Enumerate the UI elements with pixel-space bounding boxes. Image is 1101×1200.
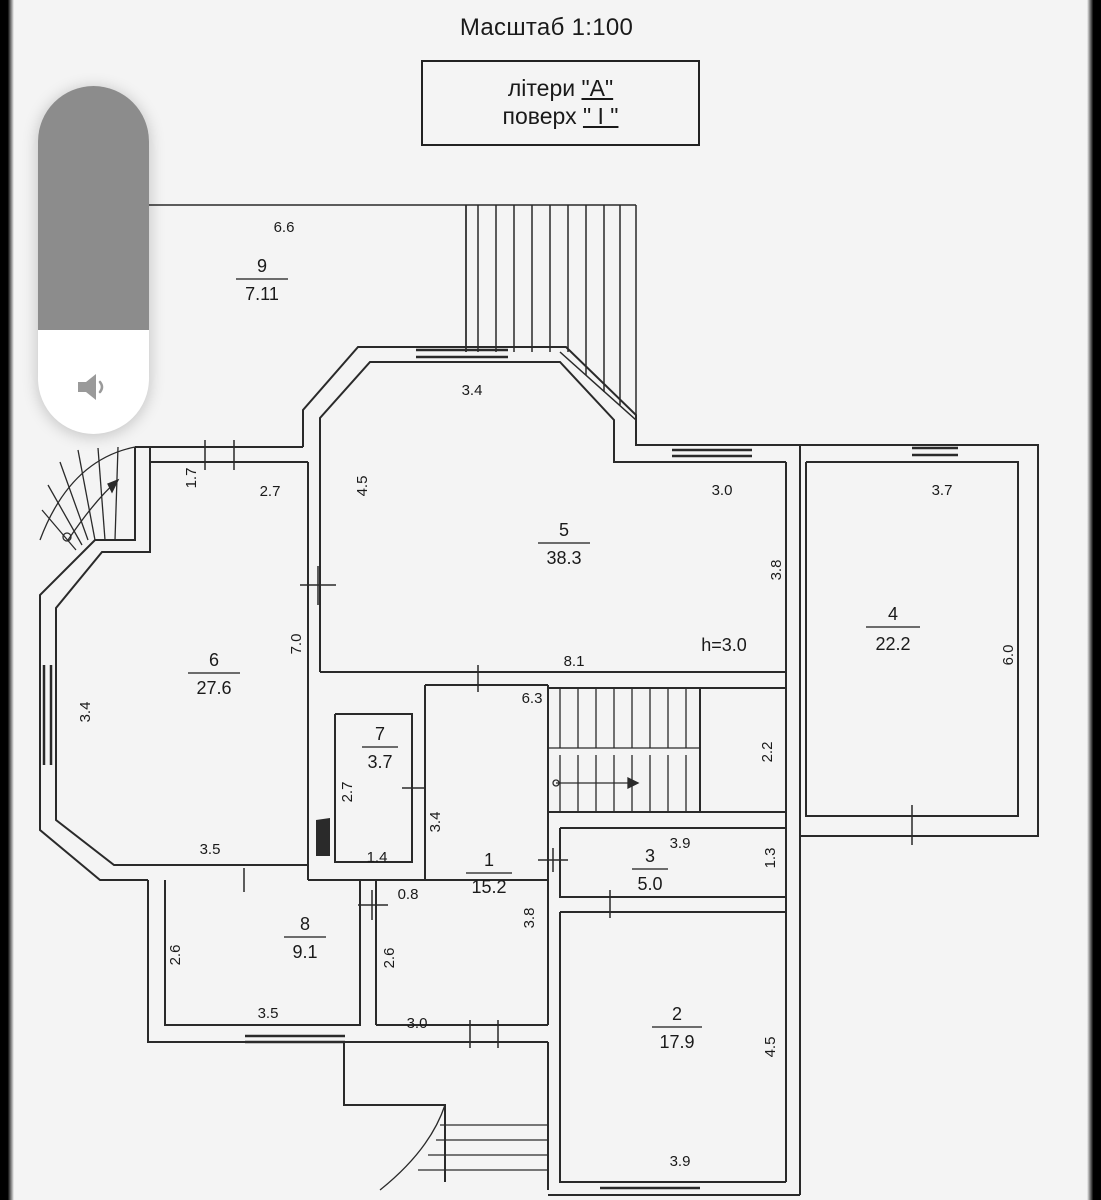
room-2-area: 17.9 bbox=[659, 1032, 694, 1052]
dim-3-9-room3: 3.9 bbox=[670, 835, 691, 852]
dim-3-8-room5: 3.8 bbox=[768, 560, 785, 581]
dim-2-7: 2.7 bbox=[260, 483, 281, 500]
dim-4-5: 4.5 bbox=[354, 476, 371, 497]
litera-prefix: літери bbox=[507, 75, 582, 101]
dim-0-8: 0.8 bbox=[398, 886, 419, 903]
room-1-number: 1 bbox=[484, 850, 494, 870]
outer-walls bbox=[39, 346, 1039, 1196]
terrace-staircase bbox=[465, 205, 637, 445]
scale-title: Масштаб 1:100 bbox=[459, 14, 634, 41]
photo-edge-right bbox=[1087, 0, 1101, 1200]
chimney-marker bbox=[316, 818, 330, 856]
room-8-area: 9.1 bbox=[292, 942, 317, 962]
dim-6-0: 6.0 bbox=[1000, 645, 1017, 666]
dim-1-3: 1.3 bbox=[762, 848, 779, 869]
room-6-number: 6 bbox=[209, 650, 219, 670]
dim-3-4-room7: 3.4 bbox=[427, 812, 444, 833]
speaker-icon[interactable] bbox=[74, 370, 114, 404]
room-7-number: 7 bbox=[375, 724, 385, 744]
dim-3-4-top: 3.4 bbox=[462, 382, 483, 399]
litera-floor-box: літери "А" поверх " І " bbox=[421, 60, 700, 146]
litera-line: літери "А" bbox=[423, 74, 698, 102]
interior-staircase bbox=[548, 688, 700, 812]
room-5-number: 5 bbox=[559, 520, 569, 540]
photo-edge-left bbox=[0, 0, 14, 1200]
windows bbox=[42, 348, 958, 1190]
dim-3-0-room1: 3.0 bbox=[407, 1015, 428, 1032]
room-8-number: 8 bbox=[300, 914, 310, 934]
dim-3-5-room8: 3.5 bbox=[258, 1005, 279, 1022]
room-labels: 9 7.11 5 38.3 4 22.2 6 27.6 7 3.7 1 15.2… bbox=[188, 256, 920, 1052]
room-7-area: 3.7 bbox=[367, 752, 392, 772]
dim-3-7: 3.7 bbox=[932, 482, 953, 499]
ceiling-height-label: h=3.0 bbox=[701, 635, 747, 655]
dimension-labels: 6.6 3.4 1.7 2.7 4.5 3.0 3.7 3.8 7.0 8.1 … bbox=[77, 219, 1017, 1170]
room-3-number: 3 bbox=[645, 846, 655, 866]
dim-3-5-room6: 3.5 bbox=[200, 841, 221, 858]
door-marks bbox=[204, 440, 913, 1048]
room-2-number: 2 bbox=[672, 1004, 682, 1024]
dim-3-8-room1: 3.8 bbox=[521, 908, 538, 929]
floor-line: поверх " І " bbox=[423, 102, 698, 130]
dim-3-0-room5: 3.0 bbox=[712, 482, 733, 499]
dim-2-7-room7: 2.7 bbox=[339, 782, 356, 803]
dim-1-7: 1.7 bbox=[183, 468, 200, 489]
room-3-area: 5.0 bbox=[637, 874, 662, 894]
dim-6-6: 6.6 bbox=[274, 219, 295, 236]
room-9-area: 7.11 bbox=[245, 284, 279, 304]
porch-staircase bbox=[379, 1104, 548, 1191]
dim-2-6-right: 2.6 bbox=[381, 948, 398, 969]
dim-2-2: 2.2 bbox=[759, 742, 776, 763]
room-1-area: 15.2 bbox=[471, 877, 506, 897]
dim-8-1: 8.1 bbox=[564, 653, 585, 670]
room-4-number: 4 bbox=[888, 604, 898, 624]
dim-7-0: 7.0 bbox=[288, 634, 305, 655]
floor-value: " І " bbox=[582, 103, 619, 129]
dim-4-5-room2: 4.5 bbox=[762, 1037, 779, 1058]
dim-3-9-room2: 3.9 bbox=[670, 1153, 691, 1170]
dim-1-4: 1.4 bbox=[367, 849, 388, 866]
dim-6-3: 6.3 bbox=[522, 690, 543, 707]
spiral-staircase bbox=[39, 446, 136, 551]
room-9-number: 9 bbox=[257, 256, 267, 276]
litera-value: "А" bbox=[581, 75, 614, 101]
room-6-area: 27.6 bbox=[196, 678, 231, 698]
dim-3-4-left: 3.4 bbox=[77, 702, 94, 723]
dim-2-6-left: 2.6 bbox=[167, 945, 184, 966]
room-4-area: 22.2 bbox=[875, 634, 910, 654]
room-5-area: 38.3 bbox=[546, 548, 581, 568]
volume-level-fill[interactable] bbox=[38, 86, 149, 330]
volume-overlay[interactable] bbox=[38, 86, 149, 434]
floor-prefix: поверх bbox=[502, 103, 583, 129]
